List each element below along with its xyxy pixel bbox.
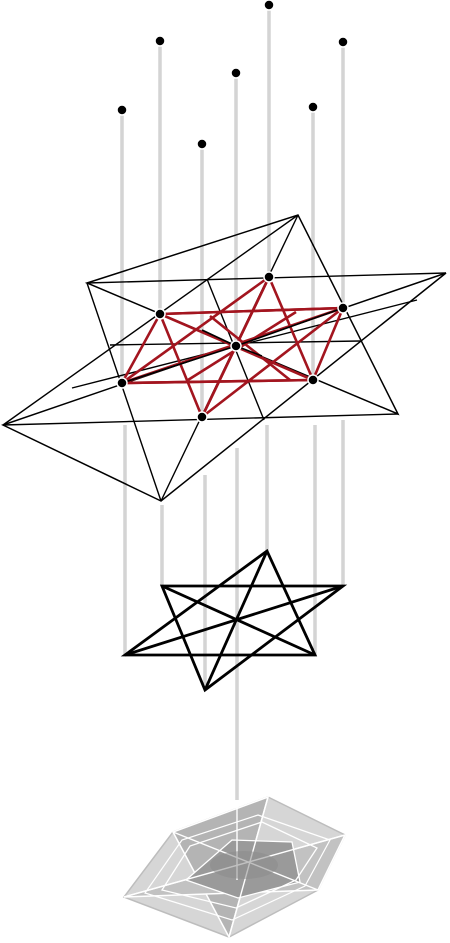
top-projected-star xyxy=(1,214,447,502)
pin-node-6 xyxy=(307,101,319,113)
middle-star xyxy=(120,548,348,693)
pin-node-2 xyxy=(154,35,166,47)
large-triangle-b xyxy=(1,272,447,502)
pin-node-4 xyxy=(230,67,242,79)
vertex-node-3 xyxy=(196,411,208,423)
bottom-ghost-star xyxy=(122,795,347,940)
vertex-node-6 xyxy=(307,374,319,386)
pin-node-5 xyxy=(263,0,275,11)
vertex-node-7 xyxy=(337,302,349,314)
vertex-nodes xyxy=(116,271,349,423)
stems xyxy=(120,3,345,800)
pin-node-7 xyxy=(337,36,349,48)
pin-nodes-top xyxy=(116,0,349,150)
pin-node-1 xyxy=(116,104,128,116)
vertex-node-1 xyxy=(116,377,128,389)
vertex-node-4 xyxy=(230,340,242,352)
pin-node-3 xyxy=(196,138,208,150)
accent-hexagram xyxy=(120,275,345,419)
vertex-node-2 xyxy=(154,308,166,320)
center-segments xyxy=(121,307,344,384)
drop-highlights xyxy=(124,420,344,800)
vertex-node-5 xyxy=(263,271,275,283)
